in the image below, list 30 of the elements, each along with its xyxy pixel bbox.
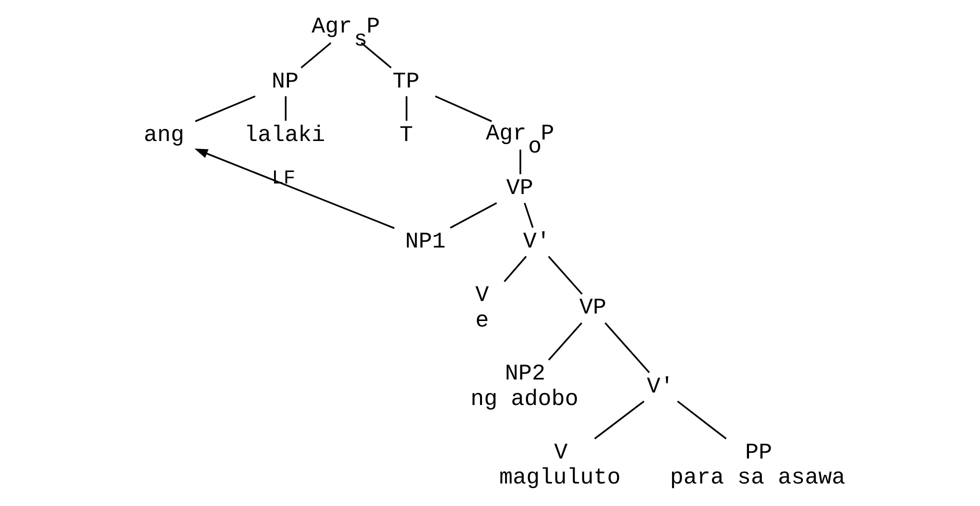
node-text: TP: [392, 68, 419, 94]
node-text: V': [522, 228, 550, 254]
node-text: NP: [271, 68, 298, 94]
connector: [449, 202, 496, 228]
connector: [284, 96, 286, 120]
connector: [434, 94, 492, 122]
connector: [300, 42, 331, 68]
node-text: NP1: [404, 228, 446, 254]
node-text: V': [646, 372, 674, 399]
connector: [405, 96, 407, 120]
connector: [194, 94, 256, 122]
connector: [547, 255, 582, 294]
node-text: V magluluto: [498, 438, 620, 490]
connector: [548, 322, 582, 360]
connector: [676, 400, 726, 439]
connector: [360, 42, 392, 68]
node-text: VP: [506, 174, 533, 201]
node-text: ang: [143, 121, 184, 148]
connector: [503, 255, 526, 282]
node-text: PP para sa asawa: [670, 438, 845, 490]
node-text: lalaki: [244, 121, 325, 148]
connector: [594, 400, 644, 439]
node-text: VP: [578, 294, 606, 320]
arrow: [194, 148, 394, 228]
node-text: NP2 ng adobo: [470, 360, 578, 412]
connector: [519, 149, 521, 174]
node-text: T: [399, 121, 412, 148]
node-text: V e: [474, 281, 488, 333]
connector: [523, 202, 534, 228]
connector: [604, 322, 650, 373]
